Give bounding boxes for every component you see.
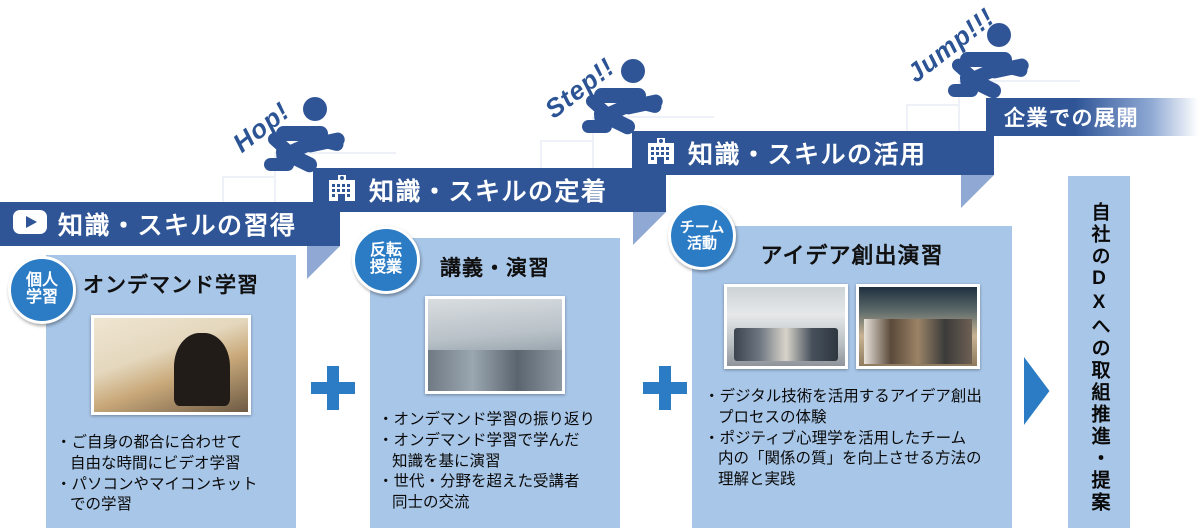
badge-line: 学習 <box>25 289 58 306</box>
panel-lecture-title: 講義・演習 <box>440 257 550 280</box>
panel-ideation-photo-row <box>692 284 1012 369</box>
badge-line: 活動 <box>686 235 717 252</box>
outcome-text: 自社のDXへの取組推進・提案 <box>1088 202 1110 514</box>
ribbon-acquire-tail <box>307 246 340 279</box>
student-at-laptop-photo <box>91 315 251 415</box>
panel-on-demand-title: オンデマンド学習 <box>83 274 259 297</box>
bullet-line: 知識を基に演習 <box>392 452 501 470</box>
ribbon-retain-tail <box>633 212 666 245</box>
ribbon-deploy[interactable]: 企業での展開 <box>986 98 1198 136</box>
play-video-icon <box>12 209 48 240</box>
ribbon-retain[interactable]: 知識・スキルの定着 <box>313 168 666 212</box>
bullet-line: での学習 <box>70 496 133 514</box>
runner-figure-step <box>576 58 668 146</box>
school-building-icon <box>325 173 359 208</box>
panel-lecture-bullets: ・オンデマンド学習の振り返り ・オンデマンド学習で学んだ 知識を基に演習 ・世代… <box>378 410 620 514</box>
plus-connector-2 <box>635 358 695 418</box>
bullet-line: 同士の交流 <box>392 494 470 512</box>
computer-lab-classroom-photo <box>425 296 565 394</box>
bullet-line: ・パソコンやマイコンキット <box>56 475 258 493</box>
badge-line: 個人 <box>25 272 58 290</box>
ribbon-acquire[interactable]: 知識・スキルの習得 <box>0 202 340 246</box>
outcome-panel[interactable]: 自社のDXへの取組推進・提案 <box>1068 176 1130 528</box>
ribbon-apply[interactable]: 知識・スキルの活用 <box>632 131 994 175</box>
runner-figure-jump <box>942 22 1034 110</box>
badge-line: 反転 <box>369 242 402 260</box>
panel-lecture[interactable]: 講義・演習 ・オンデマンド学習の振り返り ・オンデマンド学習で学んだ 知識を基に… <box>370 238 620 528</box>
panel-ideation-bullets: ・デジタル技術を活用するアイデア創出 プロセスの体験 ・ポジティブ心理学を活用し… <box>704 387 1012 491</box>
plus-connector-1 <box>303 358 363 418</box>
bullet-line: ・ポジティブ心理学を活用したチーム <box>704 429 967 447</box>
bullet-line: 自由な時間にビデオ学習 <box>70 454 241 472</box>
panel-on-demand-bullets: ・ご自身の都合に合わせて 自由な時間にビデオ学習 ・パソコンやマイコンキット で… <box>56 433 296 516</box>
bullet-line: プロセスの体験 <box>718 408 827 426</box>
bullet-line: 内の「関係の質」を向上させる方法の <box>718 450 982 468</box>
ribbon-retain-label: 知識・スキルの定着 <box>369 178 608 206</box>
panel-on-demand[interactable]: オンデマンド学習 ・ご自身の都合に合わせて 自由な時間にビデオ学習 ・パソコンや… <box>46 255 296 528</box>
ribbon-deploy-label: 企業での展開 <box>1004 107 1139 130</box>
ribbon-apply-label: 知識・スキルの活用 <box>688 141 927 169</box>
badge-line: チーム <box>679 219 725 237</box>
badge-flipped-classroom[interactable]: 反転 授業 <box>352 226 420 294</box>
bullet-line: ・デジタル技術を活用するアイデア創出 <box>704 388 982 405</box>
runner-figure-hop <box>258 96 350 184</box>
bullet-line: 理解と実践 <box>718 471 796 489</box>
team-standing-discussion-photo <box>856 284 980 369</box>
bullet-line: ・ご自身の都合に合わせて <box>56 434 243 451</box>
arrow-to-outcome <box>1014 345 1058 442</box>
badge-line: 授業 <box>369 259 402 276</box>
badge-team-activity[interactable]: チーム 活動 <box>668 202 736 270</box>
group-workshop-table-photo <box>724 284 848 369</box>
panel-ideation[interactable]: アイデア創出演習 ・デジタル技術を活用するアイデア創出 プロセスの体験 ・ポジテ… <box>692 226 1012 528</box>
school-building-icon <box>644 136 678 171</box>
badge-personal-study[interactable]: 個人 学習 <box>8 256 76 324</box>
ribbon-acquire-label: 知識・スキルの習得 <box>58 212 297 240</box>
bullet-line: ・世代・分野を超えた受講者 <box>378 473 580 491</box>
ribbon-apply-tail <box>961 175 994 208</box>
panel-ideation-title: アイデア創出演習 <box>760 243 944 268</box>
bullet-line: ・オンデマンド学習で学んだ <box>378 431 580 449</box>
bullet-line: ・オンデマンド学習の振り返り <box>378 411 596 428</box>
